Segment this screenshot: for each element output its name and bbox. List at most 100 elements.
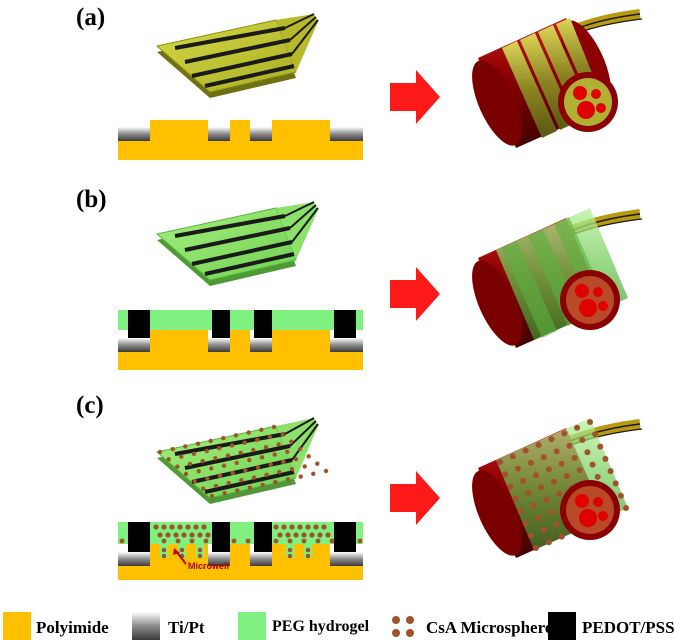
microsphere (285, 477, 291, 482)
microsphere (221, 435, 226, 441)
microsphere (277, 532, 283, 538)
microsphere (281, 524, 287, 530)
panel-label-b: (b) (76, 186, 107, 213)
microsphere (315, 461, 320, 466)
legend-label-pedot: PEDOT/PSS (582, 618, 675, 637)
microsphere (293, 532, 299, 538)
microsphere (306, 454, 311, 459)
microsphere (520, 477, 527, 484)
microsphere (497, 459, 503, 465)
microsphere (587, 419, 593, 425)
microsphere (238, 450, 243, 455)
microsphere (264, 472, 269, 477)
microsphere (189, 538, 195, 544)
microsphere (309, 532, 315, 538)
microsphere (543, 496, 550, 503)
microsphere (213, 483, 219, 489)
arrow-c (390, 471, 440, 525)
microsphere (297, 446, 303, 452)
legend-swatch-tipt (132, 612, 160, 640)
microsphere (225, 453, 231, 458)
microsphere (533, 545, 539, 551)
microsphere (166, 457, 171, 462)
microsphere (321, 524, 327, 530)
microsphere (313, 524, 319, 530)
nerve-cuff-a (472, 9, 643, 148)
microsphere (179, 454, 184, 459)
microsphere (517, 508, 524, 515)
microsphere (273, 524, 279, 530)
microsphere (246, 430, 251, 435)
microsphere (185, 524, 191, 530)
microsphere (302, 464, 307, 469)
probe-c (155, 417, 329, 504)
microsphere (553, 521, 560, 528)
nerve-cuff-b (472, 208, 643, 348)
panel-b (118, 201, 643, 370)
microsphere (311, 471, 316, 476)
microsphere (612, 480, 619, 487)
probe-a (155, 13, 319, 98)
microsphere (558, 533, 565, 540)
microsphere (545, 539, 552, 546)
microsphere (251, 447, 256, 453)
microsphere (217, 446, 222, 451)
microsphere (527, 459, 534, 466)
microsphere (305, 547, 311, 553)
microsphere (173, 532, 179, 538)
microsphere (161, 538, 167, 544)
microsphere (267, 434, 273, 440)
microsphere (187, 461, 193, 467)
microsphere (247, 485, 253, 490)
microsphere (247, 457, 252, 463)
microsphere (533, 472, 539, 479)
microsphere (502, 471, 509, 478)
microsphere (231, 538, 237, 544)
microsphere (540, 527, 547, 533)
microsphere (512, 495, 519, 502)
microsphere (196, 469, 201, 474)
microsphere (527, 532, 534, 539)
microsphere (535, 441, 542, 448)
microsphere (235, 488, 240, 493)
microsphere (161, 553, 167, 559)
microsphere (272, 452, 277, 457)
legend-label-csa: CsA Microsphere (426, 618, 553, 637)
microsphere (271, 424, 277, 430)
microsphere (195, 441, 201, 446)
microsphere (315, 538, 321, 544)
microsphere (157, 449, 163, 455)
microsphere (297, 524, 303, 530)
microsphere (209, 493, 215, 499)
panel-a (118, 9, 643, 160)
microsphere (329, 538, 335, 544)
microsphere (189, 532, 195, 538)
legend-swatch-peg (238, 612, 266, 640)
cross-section-a (118, 120, 363, 160)
figure-canvas (118, 9, 643, 580)
microsphere (243, 468, 248, 473)
microsphere (602, 455, 609, 462)
microsphere (273, 479, 278, 485)
legend-swatch-polyimide (3, 612, 31, 640)
microsphere (205, 532, 211, 538)
microsphere (617, 492, 624, 499)
microsphere (566, 442, 573, 449)
legend-label-tipt: Ti/Pt (168, 618, 205, 637)
microsphere (540, 454, 547, 461)
probe-c-microspheres (157, 424, 329, 499)
microsphere (293, 456, 299, 462)
microsphere (119, 538, 125, 544)
cross-section-c (118, 522, 363, 580)
legend: Polyimide Ti/Pt PEG hydrogel CsA Microsp… (0, 602, 675, 640)
microsphere (233, 433, 239, 438)
microsphere (201, 524, 207, 530)
microsphere (191, 451, 197, 456)
microsphere (301, 532, 307, 538)
microsphere (280, 432, 285, 437)
microsphere (579, 437, 586, 443)
microsphere (325, 532, 331, 538)
microsphere (205, 476, 210, 481)
microsphere (589, 461, 596, 468)
microsphere (287, 553, 293, 559)
